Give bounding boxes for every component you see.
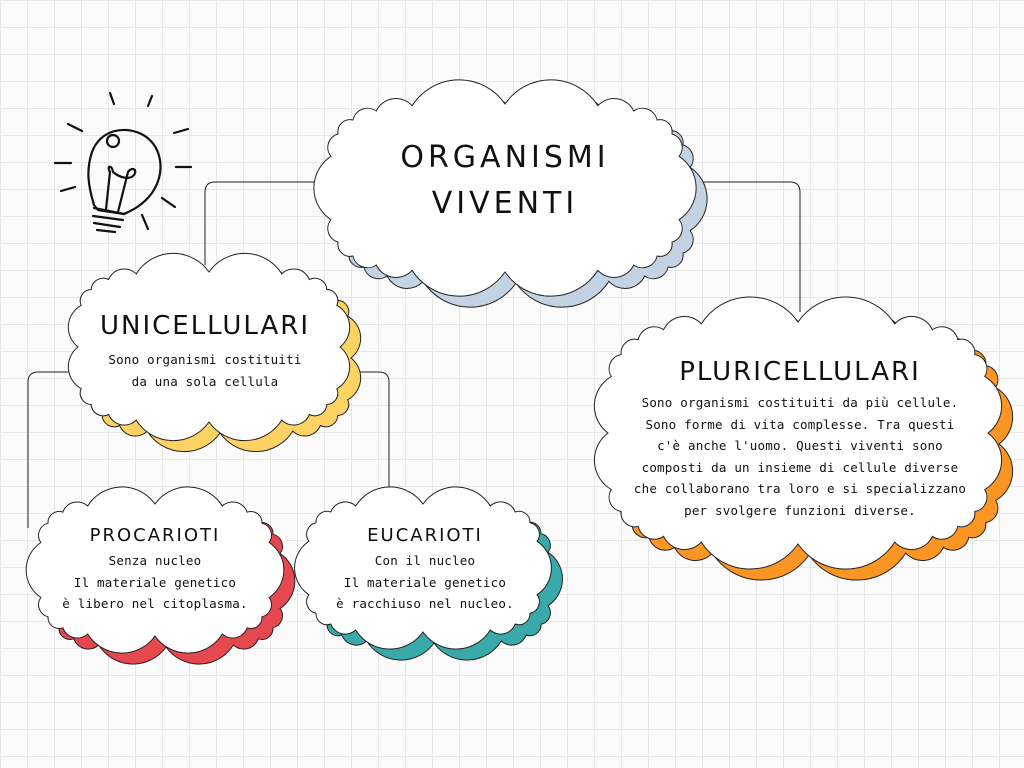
procarioti-line: Il materiale genetico	[73, 574, 237, 590]
pluricellulari-cloud	[593, 296, 1003, 570]
unicellulari-node: UNICELLULARI Sono organismi costituiti d…	[70, 306, 340, 392]
procarioti-cloud	[25, 486, 285, 654]
eucarioti-line: Il materiale genetico	[343, 574, 507, 590]
unicellulari-line: da una sola cellula	[131, 373, 279, 389]
pluricellulari-line: Sono organismi costituiti da più cellule…	[641, 395, 959, 410]
procarioti-line: è libero nel citoplasma.	[62, 596, 248, 611]
connector-unicellulari-procarioti	[27, 371, 72, 528]
lightbulb-icon	[53, 91, 193, 234]
pluricellulari-line: per svolgere funzioni diverse.	[684, 502, 916, 518]
connector-root-pluricellulari	[685, 181, 801, 312]
root-node: ORGANISMI VIVENTI	[340, 135, 670, 227]
pluricellulari-line: c'è anche l'uomo. Questi viventi sono	[657, 438, 943, 453]
procarioti-title: PROCARIOTI	[89, 525, 221, 546]
procarioti-node: PROCARIOTI Senza nucleo Il materiale gen…	[30, 522, 280, 615]
unicellulari-line: Sono organismi costituiti	[108, 352, 302, 367]
pluricellulari-line: composti da un insieme di cellule divers…	[641, 459, 959, 475]
root-cloud	[313, 79, 697, 297]
connector-unicellulari-eucarioti	[348, 371, 390, 498]
pluricellulari-title: PLURICELLULARI	[679, 357, 921, 387]
unicellulari-title: UNICELLULARI	[99, 311, 311, 341]
root-title-line1: ORGANISMI	[400, 140, 610, 175]
root-title-line2: VIVENTI	[431, 186, 579, 221]
pluricellulari-line: Sono forme di vita complesse. Tra questi	[645, 416, 955, 432]
eucarioti-node: EUCARIOTI Con il nucleo Il materiale gen…	[300, 522, 550, 615]
procarioti-line: Senza nucleo	[108, 553, 202, 568]
eucarioti-line: Con il nucleo	[374, 553, 476, 568]
pluricellulari-node: PLURICELLULARI Sono organismi costituiti…	[600, 352, 1000, 521]
eucarioti-line: è racchiuso nel nucleo.	[336, 596, 514, 611]
connector-root-unicellulari	[204, 181, 330, 265]
eucarioti-title: EUCARIOTI	[367, 525, 483, 546]
eucarioti-cloud	[294, 486, 552, 650]
unicellulari-cloud	[67, 252, 351, 442]
pluricellulari-line: che collaborano tra loro e si specializz…	[633, 481, 967, 496]
